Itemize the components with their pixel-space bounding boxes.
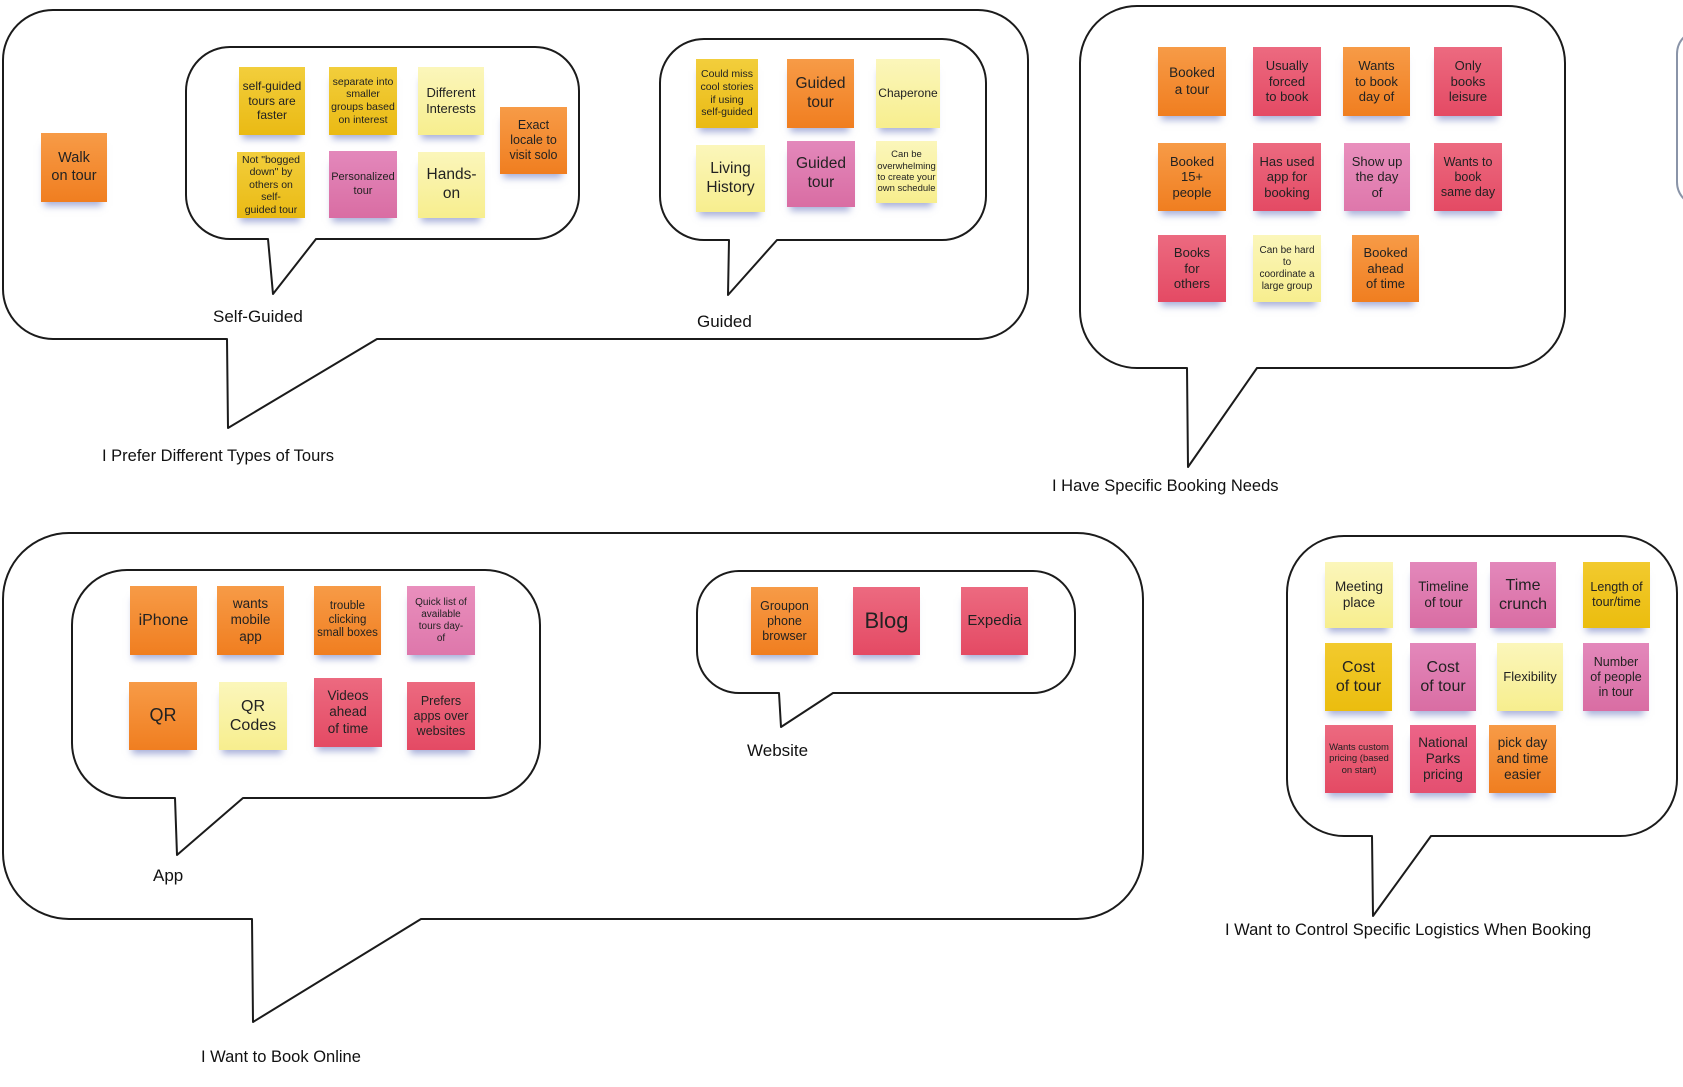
cluster-label-website[interactable]: Website [747, 741, 809, 760]
sticky-note[interactable]: Books for others [1158, 235, 1226, 302]
sticky-note[interactable]: Time crunch [1490, 562, 1556, 628]
sticky-note[interactable]: Number of people in tour [1583, 643, 1649, 711]
cluster-label-self-guided[interactable]: Self-Guided [213, 307, 303, 326]
sticky-note[interactable]: Booked ahead of time [1352, 235, 1419, 302]
sticky-note[interactable]: Quick list of available tours day- of [407, 586, 475, 655]
sticky-note[interactable]: Wants to book same day [1434, 143, 1502, 211]
sticky-note[interactable]: Living History [696, 145, 765, 212]
sticky-note[interactable]: Has used app for booking [1253, 143, 1321, 211]
sticky-note[interactable]: Guided tour [787, 141, 855, 207]
sticky-note[interactable]: Wants to book day of [1343, 47, 1410, 116]
sticky-note[interactable]: Videos ahead of time [314, 678, 382, 747]
sticky-note[interactable]: trouble clicking small boxes [314, 586, 381, 655]
sticky-note[interactable]: Different Interests [418, 67, 484, 135]
sticky-note[interactable]: wants mobile app [217, 586, 284, 655]
cluster-label-book-online[interactable]: I Want to Book Online [201, 1048, 361, 1066]
sticky-note[interactable]: Chaperone [876, 59, 940, 128]
sticky-note[interactable]: National Parks pricing [1410, 725, 1476, 793]
sticky-note[interactable]: Guided tour [787, 59, 854, 128]
sticky-note[interactable]: Exact locale to visit solo [500, 107, 567, 174]
sticky-note[interactable]: Can be hard to coordinate a large group [1253, 235, 1321, 302]
sticky-note[interactable]: Cost of tour [1410, 643, 1476, 711]
sticky-note[interactable]: Not "bogged down" by others on self- gui… [237, 152, 305, 218]
sticky-note[interactable]: QR Codes [219, 682, 287, 750]
sticky-note[interactable]: Blog [853, 587, 920, 655]
offscreen-shape [1676, 36, 1683, 200]
sticky-note[interactable]: self-guided tours are faster [239, 67, 305, 135]
sticky-note[interactable]: Expedia [961, 587, 1028, 655]
sticky-note[interactable]: Timeline of tour [1410, 562, 1477, 628]
sticky-note[interactable]: Personalized tour [329, 151, 397, 218]
cluster-label-guided[interactable]: Guided [697, 312, 752, 331]
sticky-note[interactable]: Show up the day of [1344, 143, 1410, 211]
sticky-note[interactable]: iPhone [130, 586, 197, 655]
sticky-note[interactable]: separate into smaller groups based on in… [329, 67, 397, 135]
cluster-label-booking-needs[interactable]: I Have Specific Booking Needs [1052, 477, 1279, 495]
cluster-label-app[interactable]: App [153, 866, 184, 885]
sticky-note[interactable]: Usually forced to book [1253, 47, 1321, 116]
sticky-note[interactable]: Meeting place [1325, 562, 1393, 628]
sticky-note[interactable]: Hands- on [418, 152, 485, 218]
sticky-note[interactable]: Booked 15+ people [1158, 143, 1226, 211]
sticky-note[interactable]: QR [129, 682, 197, 750]
sticky-note[interactable]: Prefers apps over websites [407, 682, 475, 750]
sticky-note[interactable]: Only books leisure [1434, 47, 1502, 116]
sticky-note[interactable]: Walk on tour [41, 133, 107, 202]
sticky-note[interactable]: Flexibility [1497, 643, 1563, 711]
sticky-note[interactable]: Can be overwhelming to create your own s… [876, 141, 937, 203]
sticky-note[interactable]: pick day and time easier [1489, 725, 1556, 793]
sticky-note[interactable]: Cost of tour [1325, 643, 1392, 711]
cluster-label-tours[interactable]: I Prefer Different Types of Tours [102, 447, 335, 465]
sticky-note[interactable]: Length of tour/time [1583, 562, 1650, 628]
sticky-note[interactable]: Booked a tour [1158, 47, 1226, 116]
sticky-note[interactable]: Could miss cool stories if using self-gu… [696, 59, 758, 128]
cluster-label-logistics[interactable]: I Want to Control Specific Logistics Whe… [1225, 921, 1592, 939]
sticky-note[interactable]: Wants custom pricing (based on start) [1325, 725, 1393, 793]
sticky-note[interactable]: Groupon phone browser [751, 587, 818, 655]
